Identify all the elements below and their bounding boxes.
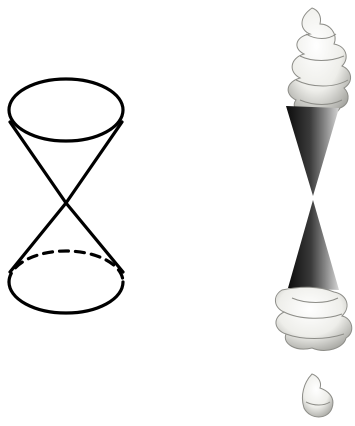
- bottom-right-generator: [66, 203, 123, 272]
- bottom-ellipse-front: [9, 282, 123, 313]
- double-ice-cream-cone: [275, 8, 351, 417]
- top-cream-swirl: [288, 8, 350, 115]
- falling-cream-dollop: [302, 374, 332, 417]
- bottom-ellipse-back-dashed: [9, 251, 123, 282]
- bottom-left-generator: [10, 203, 66, 272]
- bottom-cone: [288, 200, 339, 290]
- top-ellipse: [9, 79, 123, 141]
- bottom-cream-swirl: [275, 287, 351, 350]
- double-cone-line-drawing: [9, 79, 123, 313]
- top-cone: [286, 106, 339, 196]
- top-left-generator: [10, 122, 66, 203]
- top-right-generator: [66, 122, 122, 203]
